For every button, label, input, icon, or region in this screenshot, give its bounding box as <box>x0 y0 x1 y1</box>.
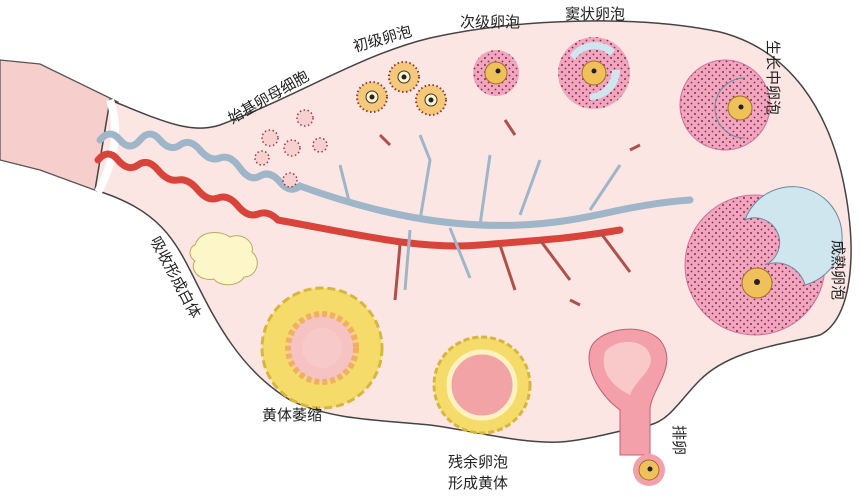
corpus-albicans <box>189 232 258 286</box>
artery-branches <box>378 119 641 307</box>
hilum-band <box>94 98 120 194</box>
ovulation-follicle <box>588 328 668 486</box>
label-luteal-atrophy: 黄体萎缩 <box>262 406 322 424</box>
antral-follicle <box>558 37 630 109</box>
growing-follicle <box>679 59 771 151</box>
artery-vessel <box>94 150 624 250</box>
mature-follicle <box>684 186 843 336</box>
vein-branches <box>338 134 622 291</box>
primary-follicles <box>356 61 447 116</box>
label-growing: 生长中卵泡 <box>764 40 782 115</box>
label-ovulation: 排卵 <box>670 425 688 455</box>
label-corpus-luteum-2: 形成黄体 <box>448 474 508 492</box>
corpus-luteum <box>432 335 532 435</box>
label-corpus-luteum-1: 残余卵泡 <box>448 453 508 471</box>
label-secondary: 次级卵泡 <box>460 13 520 31</box>
atrophic-corpus-luteum <box>260 286 384 410</box>
label-mature: 成熟卵泡 <box>829 240 847 300</box>
vein-vessel <box>96 130 694 229</box>
primordial-follicles <box>254 109 328 188</box>
secondary-follicle <box>473 50 519 96</box>
label-antral: 窦状卵泡 <box>565 5 625 23</box>
